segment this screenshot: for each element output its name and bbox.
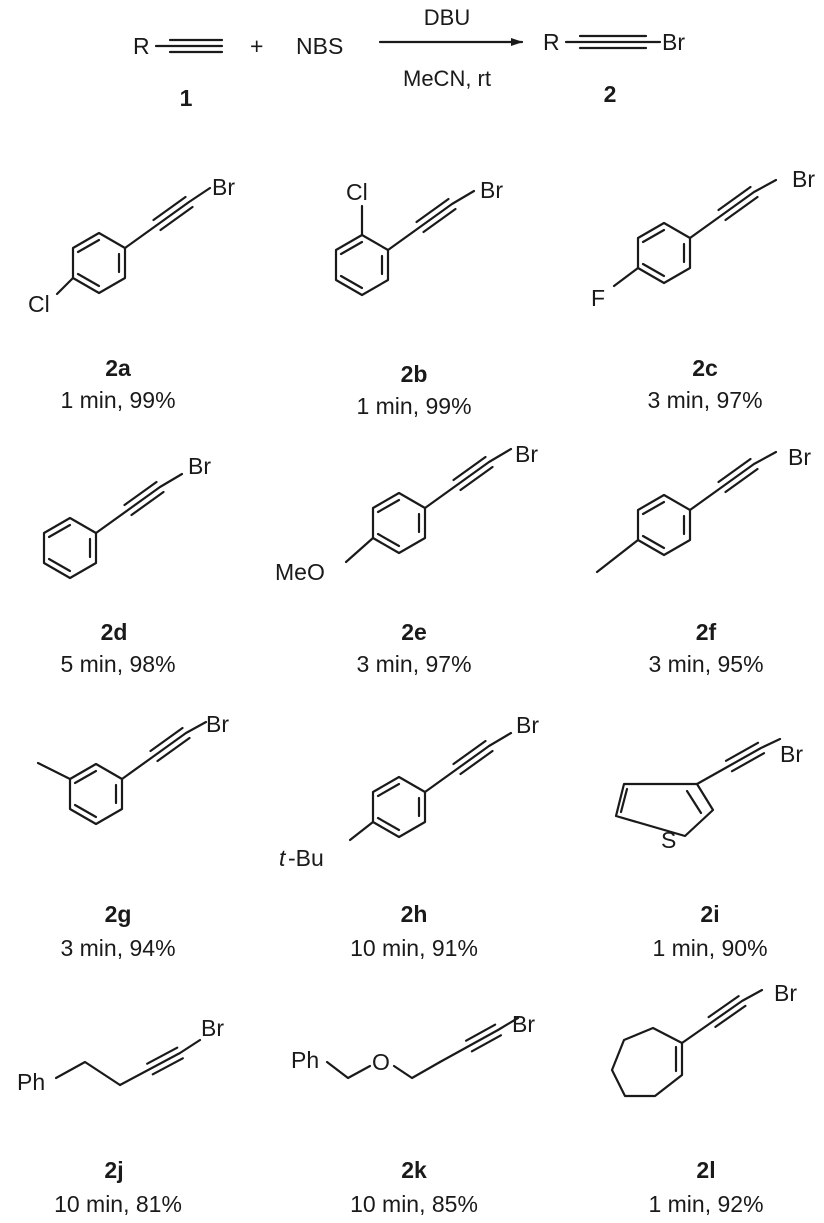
product-alkyne-bond [564, 34, 662, 50]
compound-2h-result: 10 min, 91% [350, 935, 478, 961]
compound-2c-label: 2c [692, 355, 718, 381]
compound-2l-label: 2l [696, 1157, 715, 1183]
compound-2b-text-2: Cl [346, 179, 368, 205]
compound-2d-text-1: Br [188, 453, 211, 479]
compound-2k-result: 10 min, 85% [350, 1191, 478, 1217]
compound-2a-label: 2a [105, 355, 131, 381]
compound-2c-result: 3 min, 97% [647, 387, 762, 413]
compound-2g-label: 2g [105, 901, 132, 927]
compound-2a-structure [55, 186, 212, 296]
compound-2e-text-2: MeO [275, 559, 325, 585]
compound-2a-text-1: Br [212, 174, 235, 200]
compound-2i-text-1: Br [780, 741, 803, 767]
compound-2b-text-1: Br [480, 177, 503, 203]
compound-2g-structure [36, 720, 208, 826]
compound-2f-result: 3 min, 95% [648, 651, 763, 677]
compound-2f-text-1: Br [788, 444, 811, 470]
compound-2k: Br Ph O 2k 10 min, 85% [291, 1011, 535, 1217]
compound-2e-structure [344, 447, 513, 564]
product-bromine: Br [662, 29, 685, 55]
compound-2k-text-1: Br [512, 1011, 535, 1037]
compound-2l: Br 2l 1 min, 92% [610, 980, 797, 1217]
product-label: 2 [604, 81, 617, 107]
substrate-alkyne-bond [154, 38, 224, 54]
compound-2a: Br Cl 2a 1 min, 99% [28, 174, 235, 413]
compound-2a-result: 1 min, 99% [60, 387, 175, 413]
compound-2h-label: 2h [401, 901, 428, 927]
compound-2a-text-2: Cl [28, 291, 50, 317]
compound-2j: Br Ph 2j 10 min, 81% [17, 1015, 224, 1217]
compound-2i-text-2: S [661, 827, 676, 853]
compound-2g: Br 2g 3 min, 94% [36, 711, 229, 961]
compound-2c-text-2: F [591, 285, 605, 311]
compound-2e-result: 3 min, 97% [356, 651, 471, 677]
compound-2c: Br F 2c 3 min, 97% [591, 166, 815, 413]
compound-2d-label: 2d [101, 619, 128, 645]
compound-2b: Br Cl 2b 1 min, 99% [334, 177, 503, 419]
compound-2k-text-2: Ph [291, 1047, 319, 1073]
compound-2j-structure [54, 1038, 202, 1087]
compound-2e: Br MeO 2e 3 min, 97% [275, 441, 538, 677]
compound-2j-label: 2j [104, 1157, 123, 1183]
compound-2h-structure [348, 731, 513, 842]
compound-2i-label: 2i [700, 901, 719, 927]
compound-2c-structure [612, 178, 778, 288]
compound-2k-label: 2k [401, 1157, 427, 1183]
compound-2f: Br 2f 3 min, 95% [595, 444, 811, 677]
compound-2i-structure [614, 737, 782, 838]
compound-2h: Br t -Bu 2h 10 min, 91% [279, 712, 539, 961]
compound-2j-result: 10 min, 81% [54, 1191, 182, 1217]
nbs-reagent: NBS [296, 33, 343, 59]
compound-2d-result: 5 min, 98% [60, 651, 175, 677]
compound-2h-text-3: -Bu [288, 845, 324, 871]
compound-2l-result: 1 min, 92% [648, 1191, 763, 1217]
compound-2f-label: 2f [696, 619, 717, 645]
compound-2i: Br S 2i 1 min, 90% [614, 737, 803, 961]
compound-2f-structure [595, 450, 778, 574]
compound-2d: Br 2d 5 min, 98% [42, 453, 211, 677]
reaction-conditions: MeCN, rt [403, 66, 491, 91]
compound-2h-text-1: Br [516, 712, 539, 738]
compound-2j-text-1: Br [201, 1015, 224, 1041]
compound-2e-text-1: Br [515, 441, 538, 467]
compound-2g-text-1: Br [206, 711, 229, 737]
compound-2b-label: 2b [401, 361, 428, 387]
compound-2l-text-1: Br [774, 980, 797, 1006]
compound-2l-structure [610, 988, 764, 1098]
compound-2d-structure [42, 472, 184, 580]
compound-2e-label: 2e [401, 619, 427, 645]
compound-2g-result: 3 min, 94% [60, 935, 175, 961]
compound-2k-structure [325, 1016, 520, 1080]
compound-2k-text-3: O [372, 1049, 390, 1075]
substrate-r-group: R [133, 33, 150, 59]
plus-sign: + [250, 33, 263, 59]
reaction-equation: R + NBS DBU MeCN, rt R Br 1 2 [133, 5, 685, 111]
compound-2h-text-2: t [279, 845, 287, 871]
dbu-catalyst: DBU [424, 5, 470, 30]
substrate-label: 1 [180, 85, 193, 111]
compound-2b-result: 1 min, 99% [356, 393, 471, 419]
compound-2i-result: 1 min, 90% [652, 935, 767, 961]
compound-2b-structure [334, 189, 476, 297]
product-r-group: R [543, 29, 560, 55]
compound-2j-text-2: Ph [17, 1069, 45, 1095]
compound-2c-text-1: Br [792, 166, 815, 192]
